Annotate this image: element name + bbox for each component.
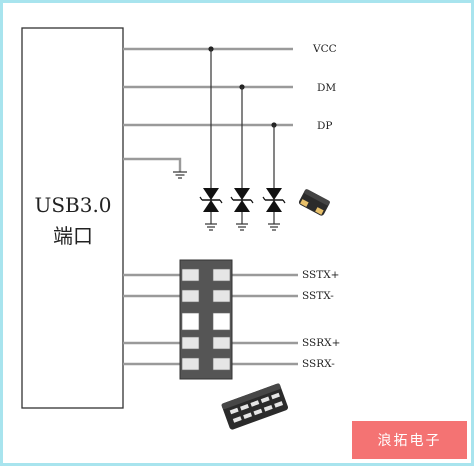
label-dm: DM — [317, 82, 336, 94]
port-title: USB3.0 — [34, 193, 111, 217]
gnd-line — [123, 157, 182, 172]
tvs-diode-icon — [199, 49, 223, 231]
port-subtitle: 端口 — [53, 224, 93, 248]
brand-badge: 浪拓电子 — [352, 421, 467, 459]
label-sstx-plus: SSTX+ — [302, 269, 339, 281]
usb-port-box — [21, 27, 124, 409]
label-ssrx-minus: SSRX- — [302, 358, 335, 370]
small-package-icon — [298, 189, 330, 216]
label-dp: DP — [317, 120, 332, 132]
tvs-diode-icon — [262, 125, 286, 231]
ground-icon — [173, 171, 187, 179]
label-sstx-minus: SSTX- — [302, 290, 334, 302]
array-package-icon — [221, 383, 289, 430]
label-ssrx-plus: SSRX+ — [302, 337, 340, 349]
tvs-diode-icon — [230, 87, 254, 231]
esd-array-package — [179, 259, 233, 380]
label-vcc: VCC — [312, 43, 337, 55]
